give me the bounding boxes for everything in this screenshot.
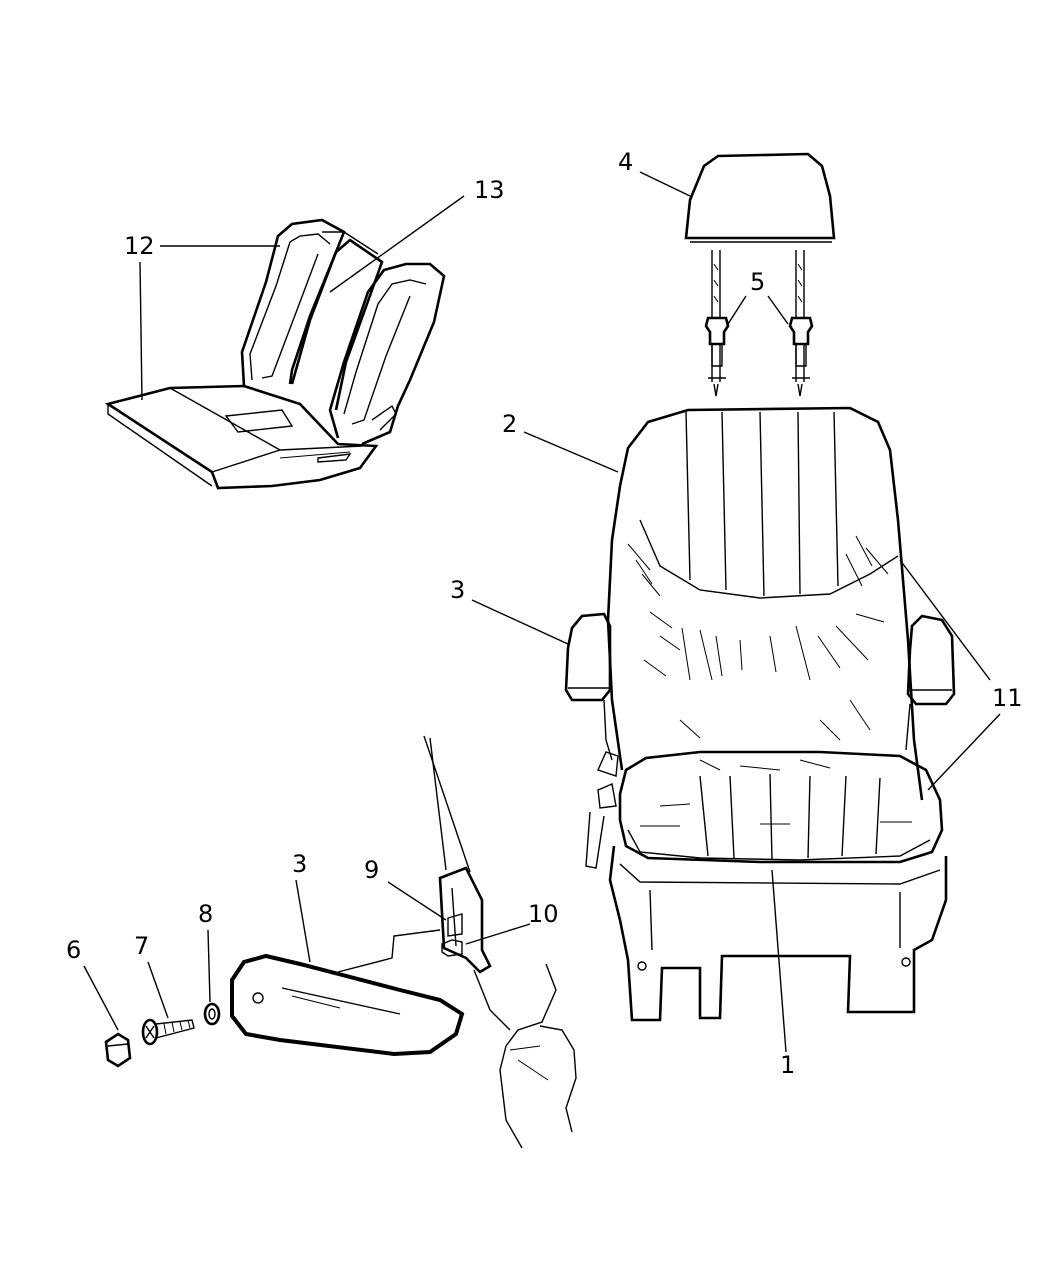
callout-9: 9 bbox=[364, 856, 379, 884]
callout-1: 1 bbox=[780, 1051, 795, 1079]
headrest-guides bbox=[704, 316, 814, 397]
callout-7: 7 bbox=[134, 932, 149, 960]
callout-10: 10 bbox=[528, 900, 559, 928]
callout-11: 11 bbox=[992, 684, 1023, 712]
callout-12: 12 bbox=[124, 232, 155, 260]
callout-2: 2 bbox=[502, 410, 517, 438]
callouts: 1 2 3 3 4 5 6 7 8 9 10 11 12 13 bbox=[66, 148, 1023, 1079]
seat-back-illustration bbox=[606, 406, 924, 801]
callout-5: 5 bbox=[750, 268, 765, 296]
callout-3-armrest-detail: 3 bbox=[292, 850, 307, 878]
armrest-left-illustration bbox=[564, 612, 613, 761]
callout-6: 6 bbox=[66, 936, 81, 964]
armrest-right-illustration bbox=[905, 614, 956, 751]
seat-cover-illustration bbox=[104, 218, 446, 490]
leader-lines bbox=[83, 171, 1001, 1053]
seat-cushion-illustration bbox=[585, 750, 948, 1022]
callout-8: 8 bbox=[198, 900, 213, 928]
callout-13: 13 bbox=[474, 176, 505, 204]
headrest-illustration bbox=[684, 152, 836, 382]
callout-3-seat-armrest: 3 bbox=[450, 576, 465, 604]
armrest-detail-illustration bbox=[104, 735, 577, 1149]
callout-4: 4 bbox=[618, 148, 633, 176]
